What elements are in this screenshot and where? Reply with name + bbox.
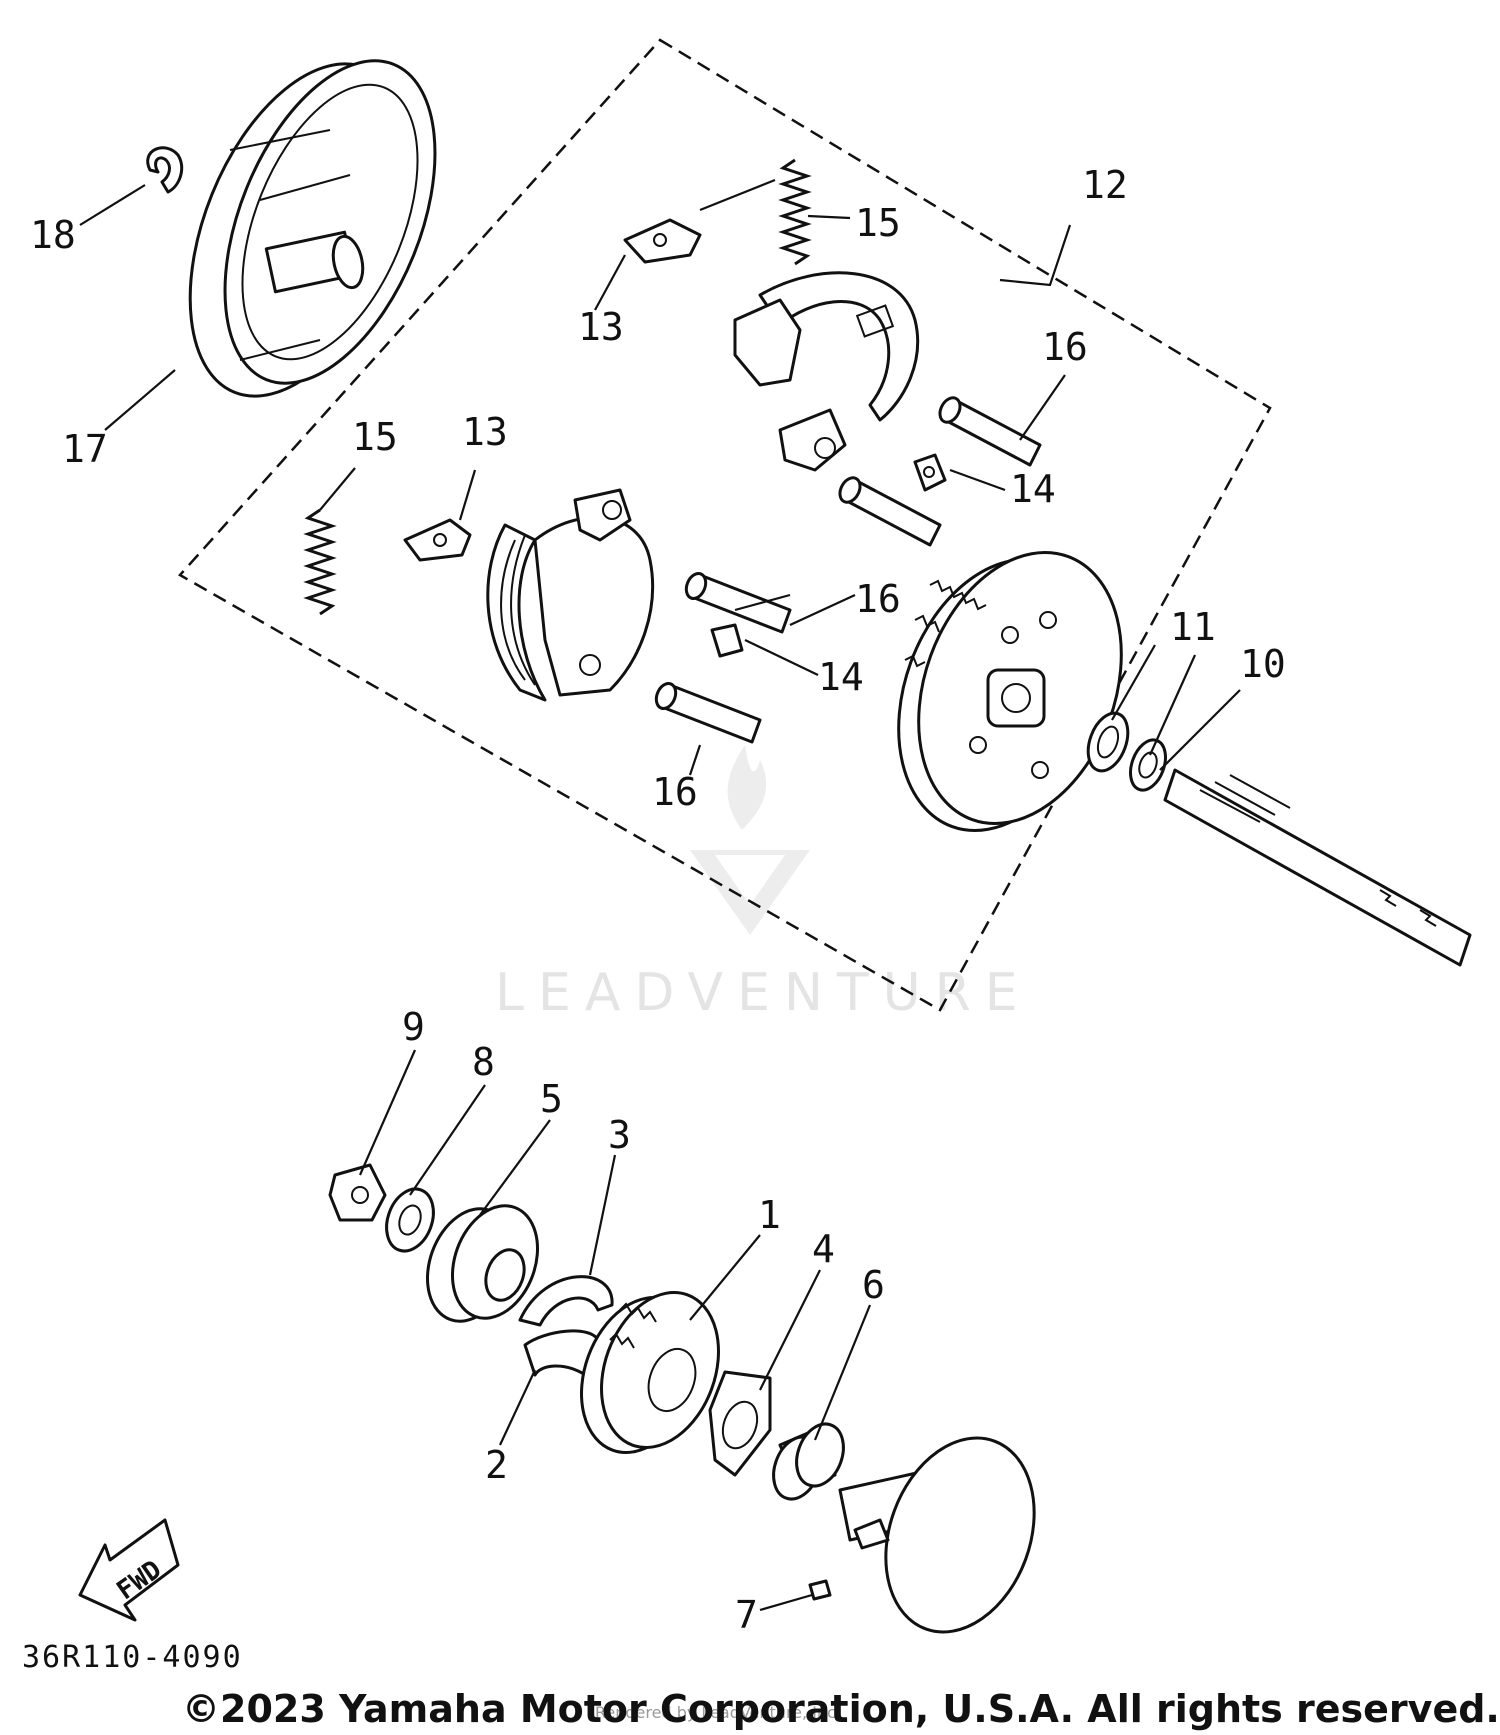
collar-6 (772, 1422, 845, 1501)
clutch-shoe-lower (486, 488, 655, 702)
part-label-13-upper: 13 (578, 305, 624, 349)
clutch-plate-gear (897, 550, 1123, 833)
part-label-16-right: 16 (1042, 325, 1088, 369)
pin-16-lower (654, 681, 762, 744)
part-label-4: 4 (812, 1227, 835, 1271)
part-label-7: 7 (735, 1593, 758, 1637)
watermark-text: LEADVENTURE (495, 963, 1032, 1023)
crankshaft-end (838, 1436, 1036, 1634)
watermark-logo (690, 745, 810, 935)
starter-gear-1 (580, 1291, 720, 1454)
bushing-14-lower (710, 623, 744, 658)
part-label-6: 6 (862, 1263, 885, 1307)
part-label-16-middle: 16 (855, 577, 901, 621)
part-label-8: 8 (472, 1040, 495, 1084)
key-7 (808, 1579, 832, 1601)
plate-13-upper (623, 218, 702, 264)
part-label-15-upper: 15 (855, 201, 901, 245)
part-label-9: 9 (402, 1005, 425, 1049)
main-shaft (1163, 768, 1472, 967)
bushing-14-upper (913, 453, 947, 492)
fwd-arrow-icon: FWD (78, 1518, 180, 1622)
clutch-housing-17 (188, 59, 437, 398)
pin-16-right (938, 396, 1042, 467)
part-label-13-lower: 13 (462, 410, 508, 454)
part-label-3: 3 (608, 1113, 631, 1157)
part-label-14-lower: 14 (818, 655, 864, 699)
diagram-code: 36R110-4090 (22, 1640, 243, 1675)
part-label-18: 18 (30, 213, 76, 257)
spring-15-lower (303, 508, 337, 616)
part-label-12: 12 (1082, 163, 1128, 207)
plate-13-lower (403, 518, 472, 562)
leader-lines (79, 178, 1241, 1612)
shoe-3 (518, 1275, 614, 1327)
part-label-16-lower: 16 (652, 770, 698, 814)
part-label-2: 2 (485, 1443, 508, 1487)
washer-11 (1086, 711, 1130, 773)
part-label-1: 1 (758, 1193, 781, 1237)
assembly-12-outline (178, 38, 1272, 1012)
pin-16-middle (838, 476, 942, 547)
copyright-text: ©2023 Yamaha Motor Corporation, U.S.A. A… (182, 1687, 1500, 1731)
part-label-14-upper: 14 (1010, 467, 1056, 511)
part-label-15-lower: 15 (352, 415, 398, 459)
pin-16-lower-upper (684, 571, 792, 634)
drive-plate-5 (425, 1204, 540, 1323)
part-label-5: 5 (540, 1077, 563, 1121)
plate-4 (708, 1370, 772, 1477)
nut-9 (328, 1163, 387, 1222)
circlip-18 (146, 146, 184, 194)
washer-8 (385, 1187, 435, 1253)
part-label-10: 10 (1240, 642, 1286, 686)
spring-15-upper (778, 158, 812, 266)
part-label-17: 17 (62, 427, 108, 471)
clutch-shoe-upper (733, 271, 920, 472)
rendered-note: Rendered by LeadVenture, Inc. (595, 1703, 841, 1722)
part-label-11: 11 (1170, 605, 1216, 649)
